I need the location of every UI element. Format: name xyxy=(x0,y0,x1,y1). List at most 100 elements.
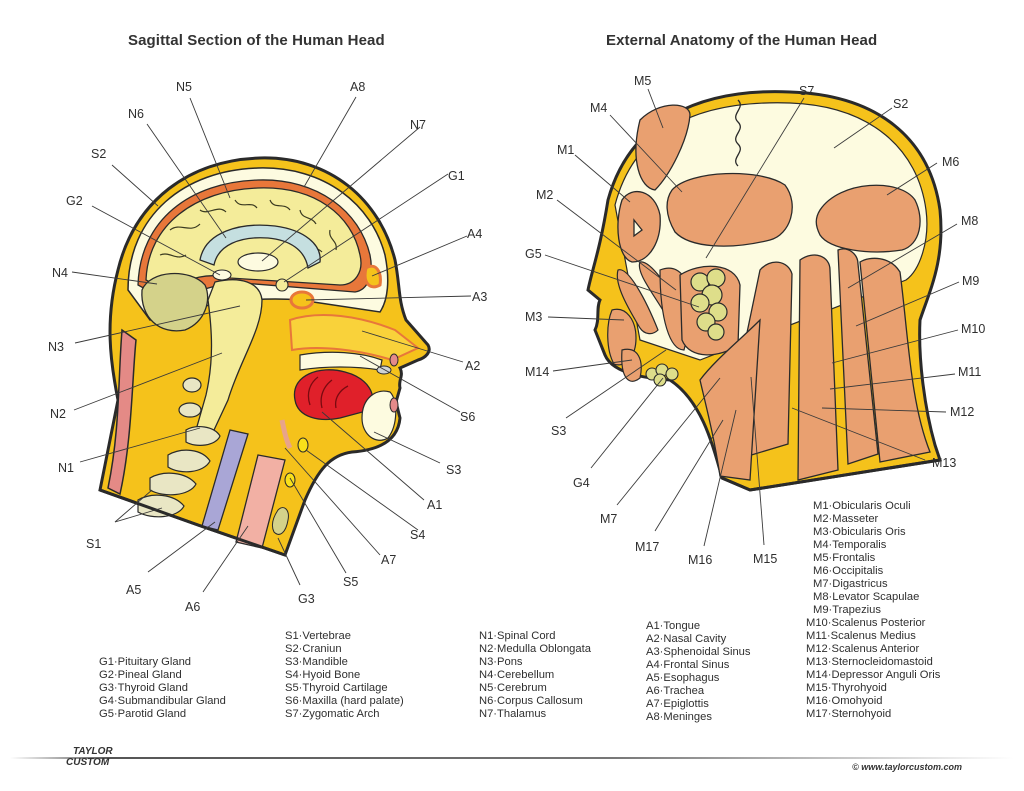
legend-skeletal: S1·Vertebrae S2·Craniun S3·Mandible S4·H… xyxy=(285,630,404,721)
callout-M6: M6 xyxy=(942,155,959,169)
legend-item: M11·Scalenus Medius xyxy=(806,630,916,642)
legend-item: S2·Craniun xyxy=(285,643,342,655)
frontalis-muscle xyxy=(635,104,691,191)
callout-M13: M13 xyxy=(932,456,956,470)
legend-item: N5·Cerebrum xyxy=(479,682,547,694)
callout-M14: M14 xyxy=(525,365,549,379)
thyroid-gland xyxy=(271,507,289,535)
callout-M3: M3 xyxy=(525,310,542,324)
callout-S7: S7 xyxy=(799,84,814,98)
legend-item: M15·Thyrohyoid xyxy=(806,682,887,694)
legend-other: A1·Tongue A2·Nasal Cavity A3·Sphenoidal … xyxy=(646,620,751,724)
callout-M11: M11 xyxy=(958,365,981,379)
callout-M17: M17 xyxy=(635,540,659,554)
legend-item: A6·Trachea xyxy=(646,685,705,697)
lower-lip xyxy=(389,397,399,413)
legend-item: N7·Thalamus xyxy=(479,708,547,720)
legend-item: N6·Corpus Callosum xyxy=(479,695,583,707)
callout-S1: S1 xyxy=(86,537,101,551)
pineal-gland xyxy=(212,269,232,281)
callout-N3: N3 xyxy=(48,340,64,354)
legend-item: N1·Spinal Cord xyxy=(479,630,556,642)
callout-N1: N1 xyxy=(58,461,74,475)
callout-S2: S2 xyxy=(91,147,106,161)
callout-G3: G3 xyxy=(298,592,315,606)
callout-S3: S3 xyxy=(551,424,566,438)
logo-line-1: TAYLOR xyxy=(73,746,113,757)
legend-item: M4·Temporalis xyxy=(813,539,887,551)
callout-M9: M9 xyxy=(962,274,979,288)
legend-item: M17·Sternohyoid xyxy=(806,708,892,720)
occipitalis-muscle xyxy=(815,184,921,253)
callout-G1: G1 xyxy=(448,169,465,183)
callout-M8: M8 xyxy=(961,214,978,228)
legend-item: S7·Zygomatic Arch xyxy=(285,708,380,720)
legend-item: M10·Scalenus Posterior xyxy=(806,617,926,629)
neck-base-outline-right xyxy=(721,458,941,492)
legend-item: M6·Occipitalis xyxy=(813,565,884,577)
legend-item: A3·Sphenoidal Sinus xyxy=(646,646,751,658)
nasal-cavity xyxy=(288,314,420,362)
external-head-illustration xyxy=(586,90,943,492)
vertebrae xyxy=(137,377,221,518)
brain-folds xyxy=(159,199,337,258)
callout-M16: M16 xyxy=(688,553,712,567)
sagittal-head-illustration xyxy=(98,156,431,557)
sagittal-section-title: Sagittal Section of the Human Head xyxy=(128,32,385,49)
callout-A2: A2 xyxy=(465,359,480,373)
legend-item: A5·Esophagus xyxy=(646,672,720,684)
legend-item: A2·Nasal Cavity xyxy=(646,633,727,645)
temporalis-muscle xyxy=(666,172,793,247)
neck-base-outline xyxy=(99,488,286,557)
legend-muscles: M1·Obicularis Oculi M2·Masseter M3·Obicu… xyxy=(806,500,940,721)
callout-S3: S3 xyxy=(446,463,461,477)
footer-divider xyxy=(10,757,1014,759)
mandible xyxy=(361,390,397,441)
legend-item: A4·Frontal Sinus xyxy=(646,659,730,671)
callout-S6: S6 xyxy=(460,410,475,424)
legend-item: M1·Obicularis Oculi xyxy=(813,500,911,512)
taylor-custom-logo: TAYLOR CUSTOM xyxy=(66,746,113,768)
parotid-gland xyxy=(690,268,728,341)
legend-item: G5·Parotid Gland xyxy=(99,708,187,720)
legend-item: A7·Epiglottis xyxy=(646,698,709,710)
legend-item: S6·Maxilla (hard palate) xyxy=(285,695,404,707)
legend-item: N3·Pons xyxy=(479,656,523,668)
callout-A5: A5 xyxy=(126,583,141,597)
external-anatomy-title: External Anatomy of the Human Head xyxy=(606,32,878,49)
callout-A8: A8 xyxy=(350,80,365,94)
legend-item: M16·Omohyoid xyxy=(806,695,883,707)
legend-item: S1·Vertebrae xyxy=(285,630,351,642)
legend-item: S3·Mandible xyxy=(285,656,348,668)
callout-G2: G2 xyxy=(66,194,83,208)
legend-item: S4·Hyoid Bone xyxy=(285,669,361,681)
legend-item: N4·Cerebellum xyxy=(479,669,555,681)
callout-M4: M4 xyxy=(590,101,607,115)
callout-M10: M10 xyxy=(961,322,985,336)
legend-item: M13·Sternocleidomastoid xyxy=(806,656,933,668)
thyroid-cartilage xyxy=(284,472,296,488)
legend-glands: G1·Pituitary Gland G2·Pineal Gland G3·Th… xyxy=(99,656,226,721)
sagittal-callout-labels: N5 N6 S2 G2 N4 N3 N2 N1 S1 A5 A6 G3 S5 A… xyxy=(48,80,487,614)
callout-N6: N6 xyxy=(128,107,144,121)
callout-M5: M5 xyxy=(634,74,651,88)
callout-S2: S2 xyxy=(893,97,908,111)
callout-A4: A4 xyxy=(467,227,482,241)
callout-A3: A3 xyxy=(472,290,487,304)
hyoid-bone xyxy=(297,437,309,453)
tongue xyxy=(293,369,374,421)
callout-G5: G5 xyxy=(525,247,542,261)
copyright-text: © www.taylorcustom.com xyxy=(852,762,962,772)
callout-N7: N7 xyxy=(410,118,426,132)
corpus-callosum xyxy=(199,224,321,269)
callout-A1: A1 xyxy=(427,498,442,512)
callout-G4: G4 xyxy=(573,476,590,490)
sagittal-leader-lines xyxy=(71,96,472,593)
tongue-lines xyxy=(307,376,349,409)
upper-lip xyxy=(389,353,399,367)
callout-N2: N2 xyxy=(50,407,66,421)
legend-item: G2·Pineal Gland xyxy=(99,669,182,681)
callout-M12: M12 xyxy=(950,405,974,419)
pituitary-gland xyxy=(275,278,289,292)
callout-S4: S4 xyxy=(410,528,425,542)
